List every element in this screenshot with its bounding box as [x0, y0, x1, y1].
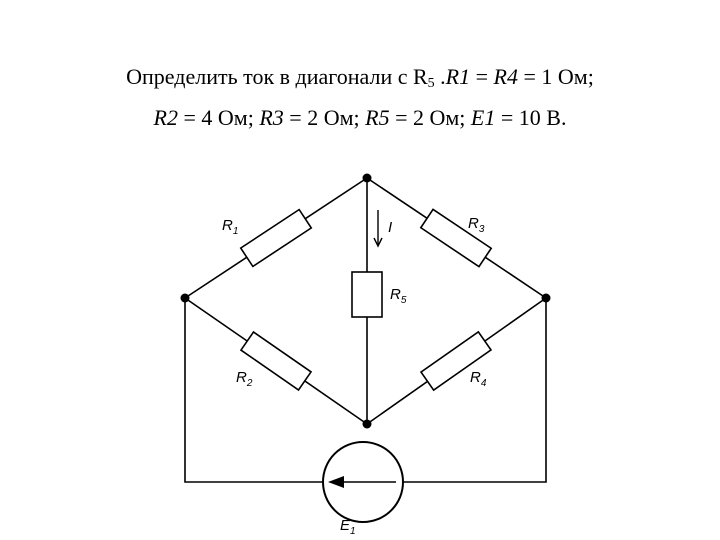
node-left	[180, 293, 190, 303]
problem-line-2: R2 = 4 Ом; R3 = 2 Ом; R5 = 2 Ом; E1 = 10…	[0, 101, 720, 135]
emf-source-arrow-head	[328, 476, 344, 488]
resistor-r3	[419, 208, 493, 268]
node-bottom	[362, 419, 372, 429]
label-r4: R4	[470, 369, 487, 389]
r1-symbol: R1	[445, 64, 471, 89]
resistor-r2	[239, 330, 313, 392]
task-subscript: 5	[427, 76, 435, 91]
problem-statement: Определить ток в диагонали с R5 .R1 = R4…	[0, 60, 720, 135]
r2-value: = 4 Ом;	[177, 105, 260, 130]
label-r5: R5	[390, 286, 407, 306]
resistor-r4	[419, 330, 493, 392]
label-current: I	[388, 219, 392, 236]
problem-line-1: Определить ток в диагонали с R5 .R1 = R4…	[126, 64, 594, 91]
r5-value: = 2 Ом;	[389, 105, 471, 130]
equals-sign: =	[470, 64, 494, 89]
r2-symbol: R2	[153, 105, 178, 130]
label-r3: R3	[468, 215, 485, 235]
resistor-r1	[239, 208, 313, 268]
r3-symbol: R3	[259, 105, 284, 130]
current-arrow-head	[373, 237, 383, 248]
r1-r4-value: = 1 Ом;	[518, 64, 594, 89]
label-r2: R2	[236, 369, 253, 389]
task-text: Определить ток в диагонали с R	[126, 64, 428, 89]
label-r1: R1	[222, 217, 238, 237]
e1-value: = 10 В.	[495, 105, 567, 130]
r3-value: = 2 Ом;	[283, 105, 366, 130]
wire-right-to-source	[403, 298, 547, 483]
emf-source	[322, 441, 404, 523]
e1-symbol: E1	[470, 105, 496, 130]
label-e1: E1	[340, 517, 356, 537]
r4-symbol: R4	[493, 64, 518, 89]
resistor-r5	[351, 271, 383, 318]
r5-symbol: R5	[365, 105, 390, 130]
node-right	[541, 293, 551, 303]
wire-left-to-source	[184, 298, 323, 483]
node-top	[362, 173, 372, 183]
